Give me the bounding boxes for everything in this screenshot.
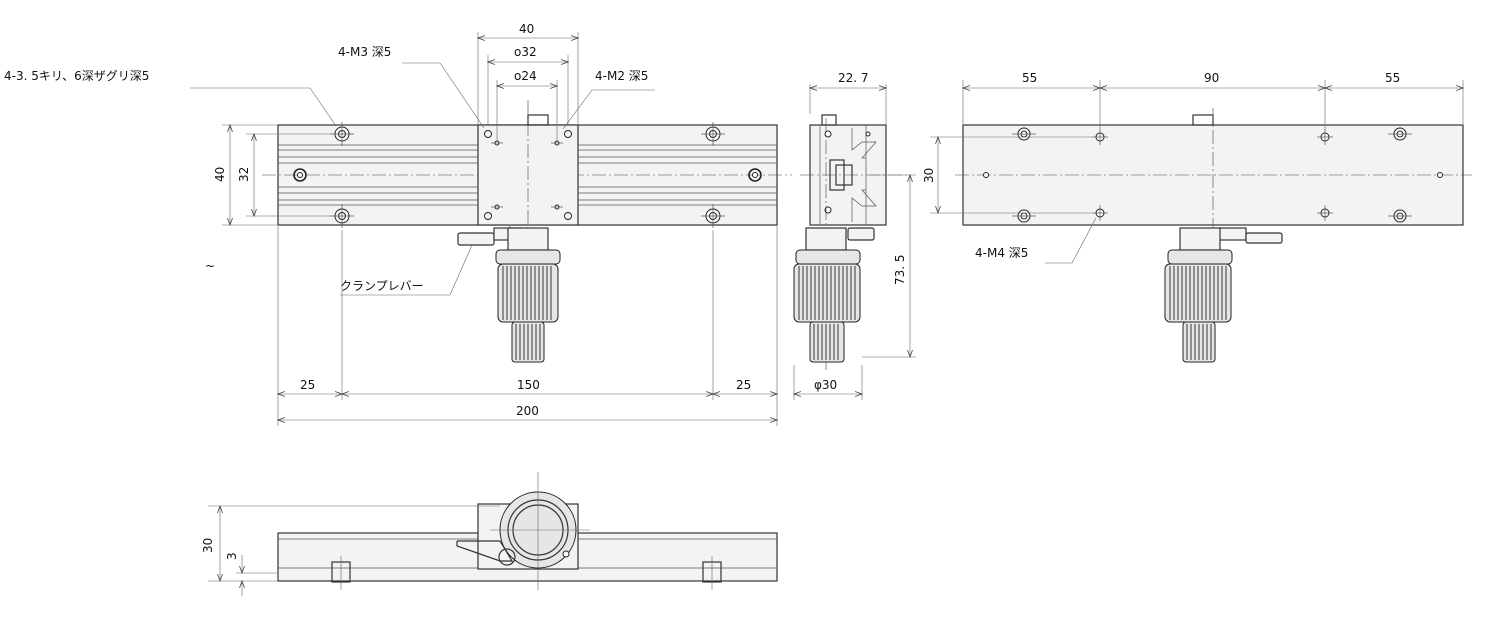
knob-shaft: [507, 227, 549, 251]
dim-elev-30: 30: [201, 538, 215, 553]
m4-tap-hole: [1092, 129, 1333, 221]
dim-22-7: 22. 7: [838, 71, 869, 85]
elevation-view: [208, 472, 778, 596]
dim-150: 150: [517, 378, 540, 392]
rail-mount-post: [331, 556, 722, 590]
bottom-view: [930, 80, 1472, 363]
dim-o32: o32: [514, 45, 537, 59]
dim-left-32: 32: [237, 167, 251, 182]
dim-elev-3: 3: [225, 552, 239, 560]
end-stopper-hole: [293, 168, 307, 182]
dim-phi30: φ30: [814, 378, 837, 392]
carriage-stud: [527, 114, 549, 126]
dim-73-5: 73. 5: [893, 254, 907, 285]
m2-callout: 4-M2 深5: [595, 69, 648, 83]
front-view: [190, 32, 792, 426]
dim-right-30: 30: [922, 168, 936, 183]
dim-90: 90: [1204, 71, 1219, 85]
dim-left-40: 40: [213, 167, 227, 182]
dim-25-left: 25: [300, 378, 315, 392]
dim-25-right: 25: [736, 378, 751, 392]
dim-200: 200: [516, 404, 539, 418]
dim-top-40: 40: [519, 22, 534, 36]
knob-collar: [495, 249, 561, 265]
clamp-lever-label: クランプレバー: [340, 279, 424, 293]
m3-callout: 4-M3 深5: [338, 45, 391, 59]
counterbore-callout: 4-3. 5キリ、6深ザグリ深5: [4, 69, 149, 83]
tilde-mark: ~: [205, 259, 215, 273]
m4-callout: 4-M4 深5: [975, 246, 1028, 260]
counterbore-hole: [330, 122, 354, 146]
dim-o24: o24: [514, 69, 537, 83]
counterbore-hole: [701, 122, 725, 146]
side-view: [794, 84, 916, 400]
counterbore-hole: [330, 204, 354, 228]
end-stopper-hole: [748, 168, 762, 182]
m3-tap-hole: [484, 130, 572, 220]
dim-55-left: 55: [1022, 71, 1037, 85]
counterbore-hole: [701, 204, 725, 228]
dim-55-right: 55: [1385, 71, 1400, 85]
m2-tap-hole: [491, 140, 563, 210]
